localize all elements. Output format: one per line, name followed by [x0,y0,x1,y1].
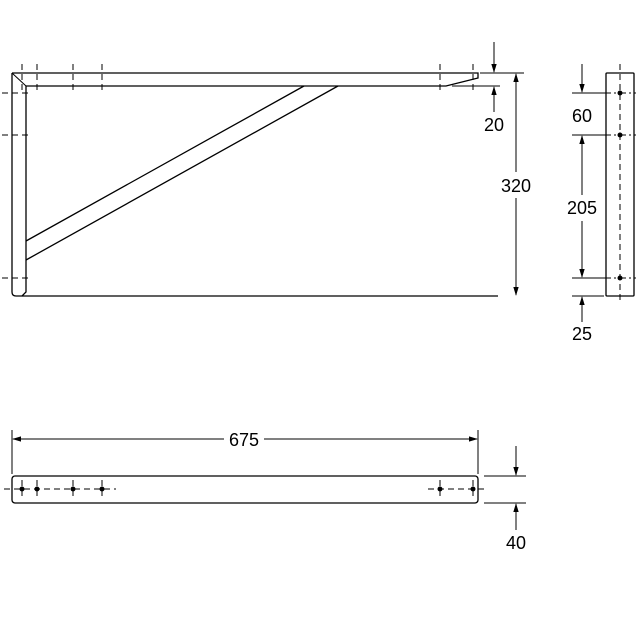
bar-hole [470,480,476,498]
bar-hole [437,480,443,498]
bar-hole [99,480,105,498]
top-bar [11,475,479,504]
wall-plate [11,73,27,297]
dimension-hole-spacing-label: 205 [567,198,597,218]
dimension-width-label: 40 [506,533,526,553]
bar-hole [34,480,40,498]
side-hole [604,132,636,138]
dimension-label-mask [563,195,601,221]
brace-lower-edge [25,85,339,261]
dimension-thickness-label: 20 [484,115,504,135]
side-hole [604,275,636,281]
dimension-height-label: 320 [501,176,531,196]
dimension-hole-bottom-label: 25 [572,324,592,344]
dimension-length-label: 675 [229,430,259,450]
side-view: 60 205 25 [563,64,636,344]
bar-hole [19,480,25,498]
brace-upper-edge [25,85,305,242]
dimension-label-mask [504,172,532,198]
plate-corner [11,72,27,87]
top-view: 675 40 [4,428,526,553]
front-view: 320 20 [2,42,532,297]
dimension-hole-top-label: 60 [572,106,592,126]
side-hole [604,90,636,96]
dimension-label-mask [224,428,264,450]
top-arm [12,72,479,87]
bar-hole [70,480,76,498]
